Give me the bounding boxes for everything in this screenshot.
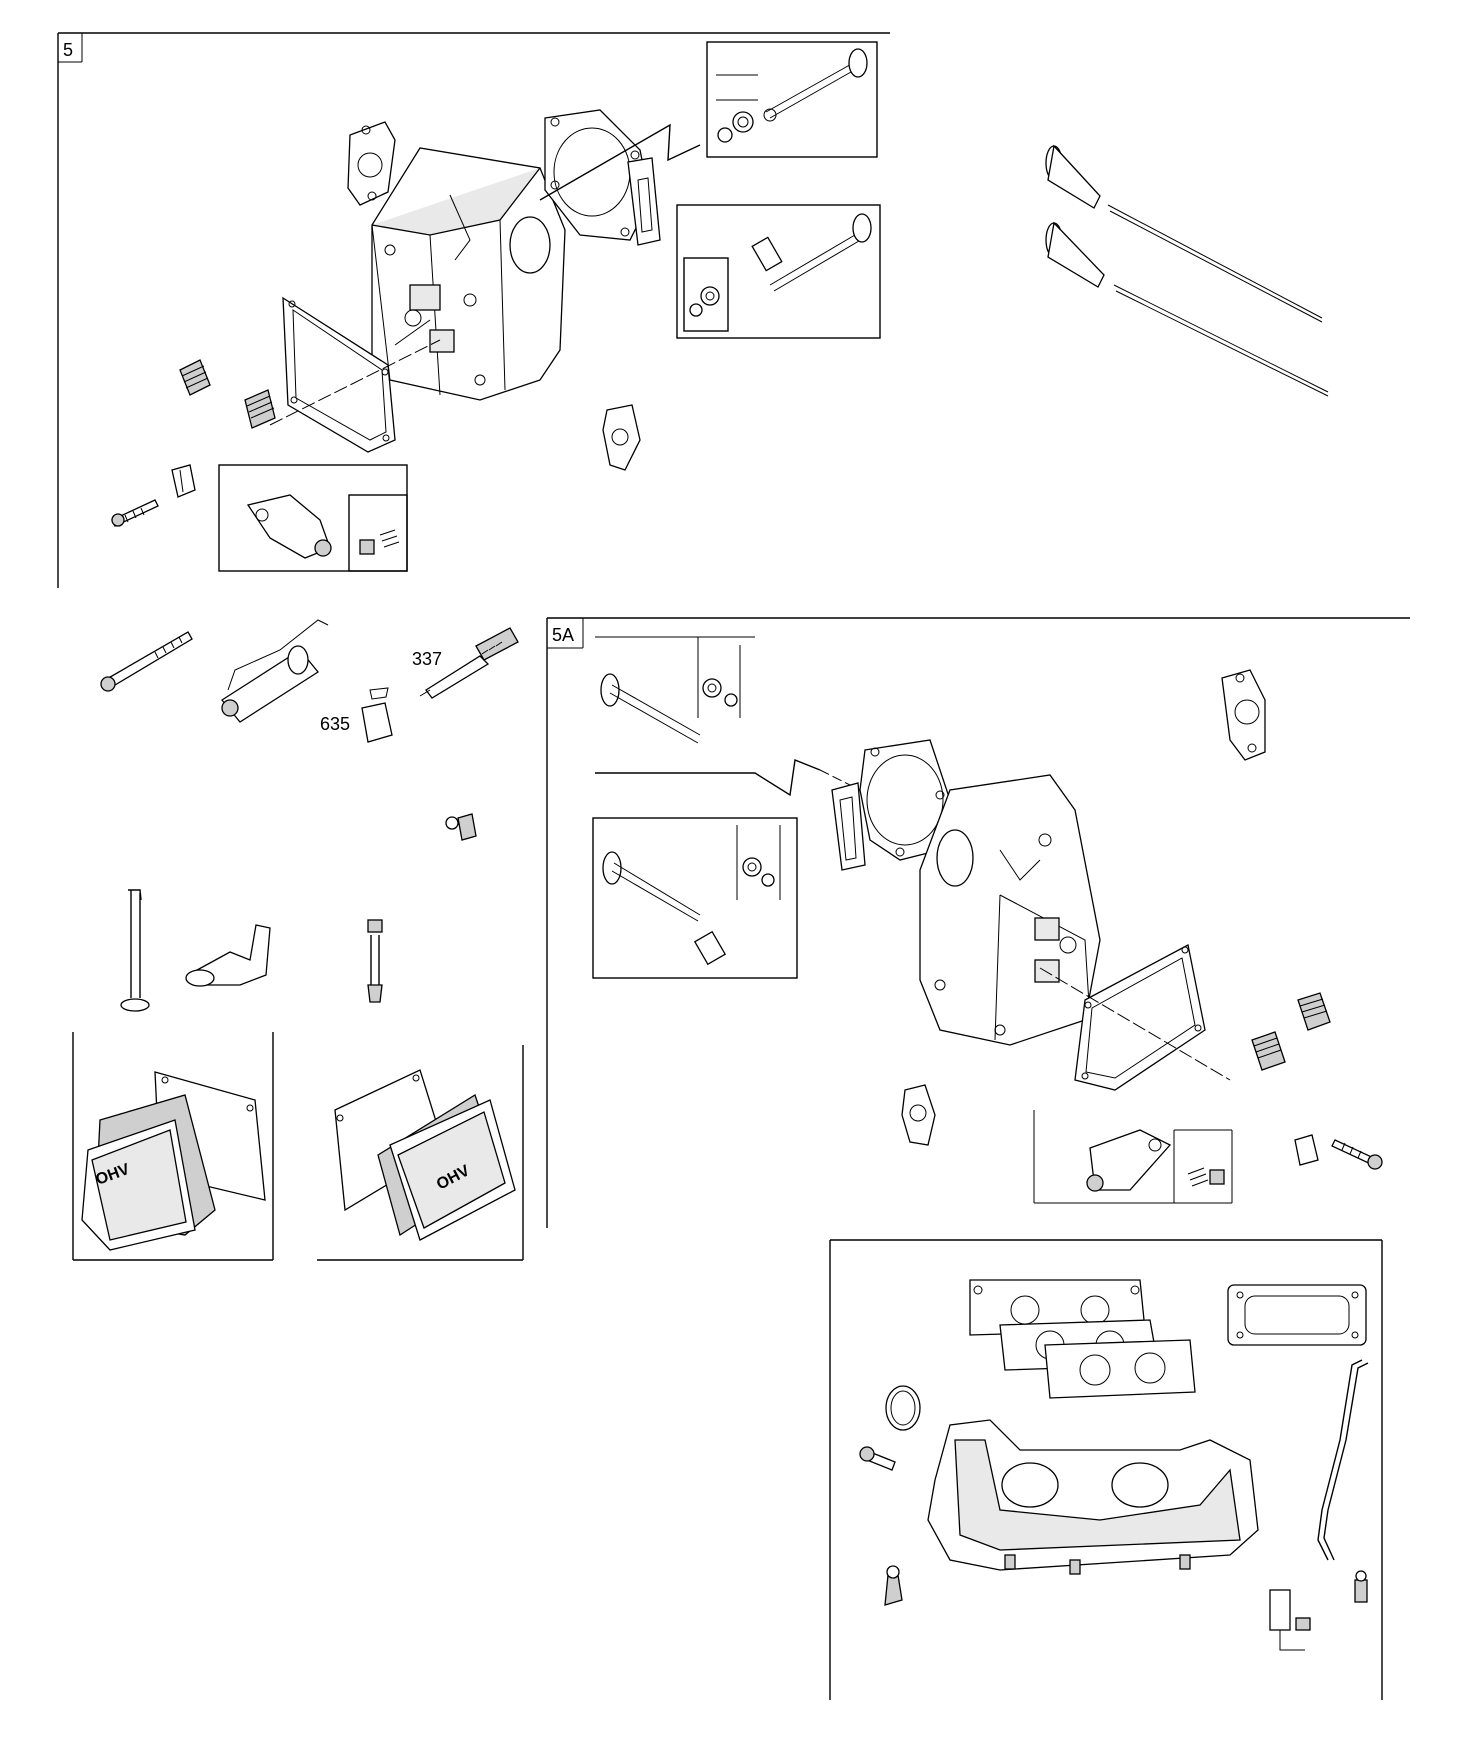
head-gasket bbox=[544, 109, 661, 246]
5a-push-rod-guide bbox=[1294, 1134, 1319, 1166]
5a-head-gasket bbox=[831, 739, 951, 871]
push-rod-upper bbox=[1045, 144, 1323, 323]
intake-valve-kit bbox=[676, 204, 881, 339]
5a-rocker-cover-gasket bbox=[1074, 944, 1206, 1091]
exhaust-gasket bbox=[602, 404, 641, 471]
breather-tube-assembly bbox=[221, 619, 329, 723]
spark-plug bbox=[419, 627, 519, 699]
5a-cylinder-head bbox=[919, 774, 1101, 1046]
fuel-solenoid bbox=[1269, 1589, 1311, 1651]
5a-exhaust-valve bbox=[595, 636, 755, 744]
manifold-screw bbox=[859, 1446, 896, 1471]
dipstick-tube bbox=[120, 889, 150, 1012]
manifold-nut bbox=[1354, 1570, 1368, 1603]
ground-screw bbox=[445, 813, 477, 841]
head-bolt bbox=[100, 631, 193, 692]
fuel-fitting bbox=[367, 919, 383, 1003]
5a-intake-valve bbox=[592, 817, 798, 979]
exhaust-valve-kit bbox=[706, 41, 878, 158]
rocker-cover-gasket bbox=[282, 296, 396, 453]
manifold-gasket-lower bbox=[1044, 1339, 1196, 1399]
intake-manifold bbox=[927, 1419, 1259, 1575]
drain-fitting bbox=[884, 1565, 903, 1606]
rocker-cover-left-box: OHV bbox=[72, 1032, 274, 1261]
5a-intake-gasket bbox=[1221, 669, 1266, 761]
o-ring bbox=[885, 1385, 921, 1431]
callout-635: 635 bbox=[320, 714, 350, 734]
rocker-bolt bbox=[111, 499, 159, 527]
5a-rocker-arm-kit bbox=[1033, 1110, 1233, 1204]
5a-rocker-bolt bbox=[1331, 1139, 1383, 1170]
intake-gasket bbox=[347, 121, 396, 206]
5a-valve-spring-lower bbox=[1251, 1031, 1286, 1071]
section-5a-label: 5A bbox=[552, 625, 574, 645]
carburetor-gasket bbox=[1227, 1284, 1367, 1346]
5a-valve-spring-upper bbox=[1297, 992, 1331, 1031]
valve-spring-upper bbox=[179, 359, 211, 396]
spark-plug-boot bbox=[361, 687, 393, 743]
section-5-frame: 5 bbox=[57, 32, 890, 588]
callout-337: 337 bbox=[412, 649, 442, 669]
rocker-arm-kit bbox=[218, 464, 408, 572]
rocker-cover-right-box: OHV bbox=[317, 1045, 524, 1261]
cylinder-head bbox=[371, 147, 566, 401]
section-5a-frame: 5A bbox=[546, 617, 1410, 1228]
breather-hose bbox=[185, 924, 271, 987]
push-rod-guide bbox=[171, 464, 196, 498]
push-rod-lower bbox=[1045, 221, 1329, 397]
breather-line bbox=[1317, 1359, 1369, 1561]
valve-spring-lower bbox=[244, 389, 276, 429]
5a-exhaust-gasket bbox=[901, 1084, 936, 1146]
intake-manifold-box bbox=[829, 1239, 1383, 1700]
section-5-label: 5 bbox=[63, 40, 73, 60]
